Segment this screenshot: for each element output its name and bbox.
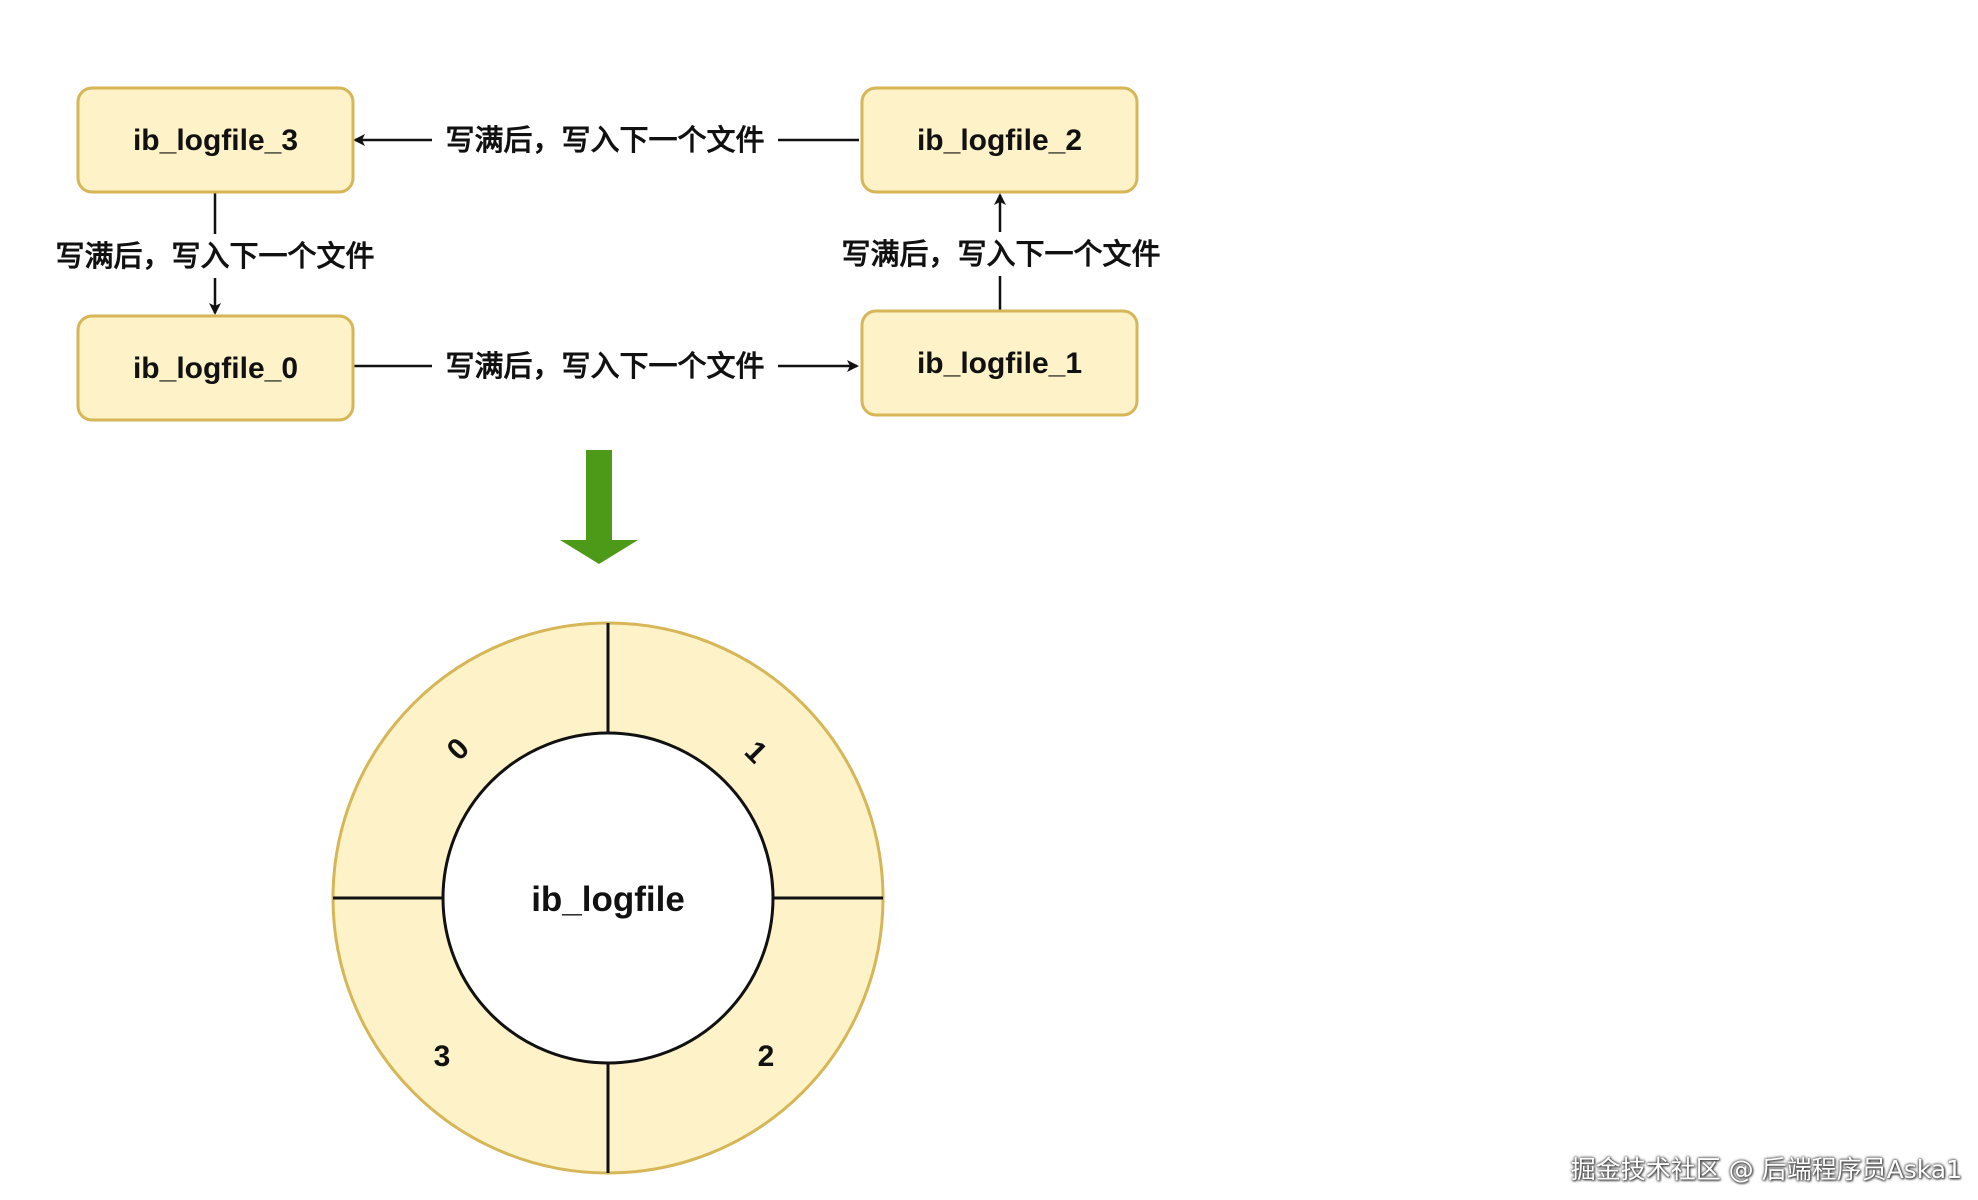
- edge-label-bg: [432, 344, 778, 388]
- box-rect: [860, 309, 1139, 417]
- edge-label: 写满后，写入下一个文件: [841, 237, 1160, 271]
- edge-label-bg: [40, 234, 390, 278]
- box-rect: [76, 314, 355, 422]
- edge-logfile-0-to-1: 写满后，写入下一个文件: [352, 344, 859, 388]
- edge-logfile-1-to-2: 写满后，写入下一个文件: [826, 193, 1176, 310]
- box-logfile-3: ib_logfile_3: [76, 86, 355, 194]
- box-logfile-0: ib_logfile_0: [76, 314, 355, 422]
- box-label: ib_logfile_3: [133, 124, 298, 157]
- watermark: 掘金技术社区 @ 后端程序员Aska1: [1570, 1155, 1962, 1184]
- box-label: ib_logfile_2: [917, 124, 1082, 157]
- ring-center-label: ib_logfile: [531, 880, 685, 919]
- ring-segment-label: 2: [758, 1040, 775, 1073]
- edge-label-bg: [826, 232, 1176, 276]
- box-label: ib_logfile_0: [133, 352, 298, 385]
- edge-label: 写满后，写入下一个文件: [445, 349, 764, 383]
- edge-label: 写满后，写入下一个文件: [445, 123, 764, 157]
- box-rect: [860, 86, 1139, 194]
- ring-diagram: ib_logfile 0 1 2 3: [331, 621, 885, 1175]
- down-arrow-icon: [560, 450, 638, 564]
- box-label: ib_logfile_1: [917, 347, 1082, 380]
- edge-label: 写满后，写入下一个文件: [55, 239, 374, 273]
- ring-inner: [441, 731, 775, 1065]
- box-rect: [76, 86, 355, 194]
- ring-segment-label: 3: [434, 1040, 451, 1073]
- box-logfile-2: ib_logfile_2: [860, 86, 1139, 194]
- edge-logfile-2-to-3: 写满后，写入下一个文件: [353, 118, 859, 162]
- box-logfile-1: ib_logfile_1: [860, 309, 1139, 417]
- edge-logfile-3-to-0: 写满后，写入下一个文件: [40, 192, 390, 315]
- transform-arrow: [560, 450, 638, 564]
- edge-label-bg: [432, 118, 778, 162]
